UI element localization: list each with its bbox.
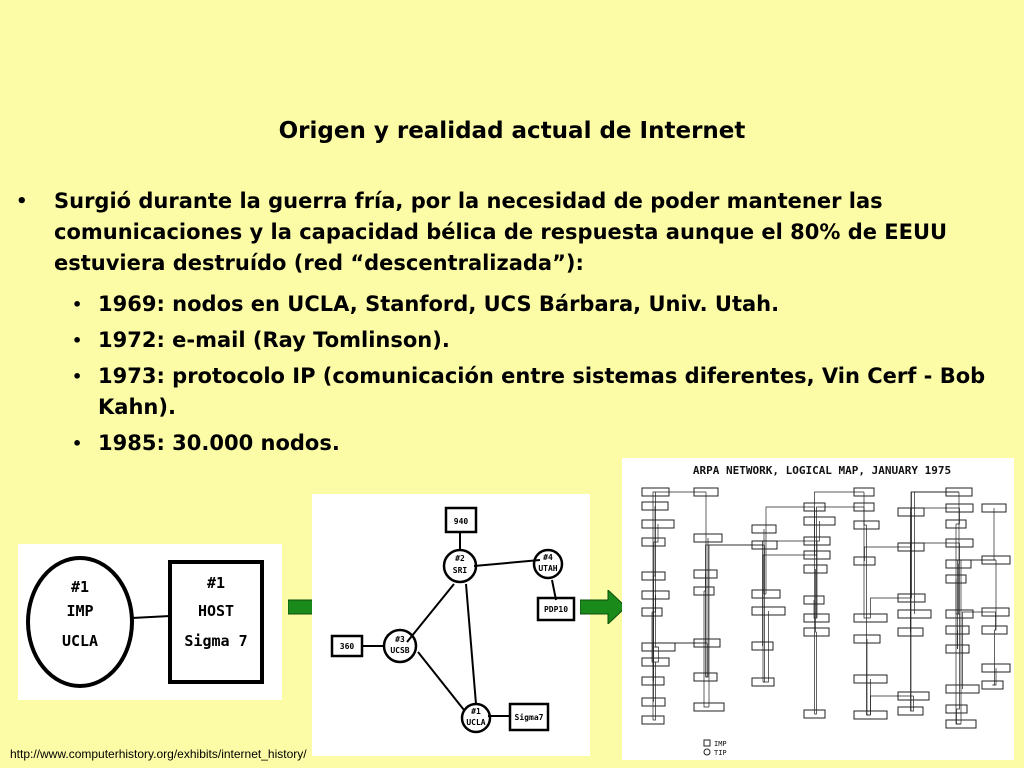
arpa-map-sketch: ARPA NETWORK, LOGICAL MAP, JANUARY 1975 … bbox=[641, 464, 1011, 757]
utah-label: UTAH bbox=[538, 564, 557, 573]
bullet-dot-icon: • bbox=[16, 191, 28, 212]
arpa-link-line bbox=[652, 642, 707, 720]
arpa-link-line bbox=[703, 591, 709, 708]
main-bullet: • Surgió durante la guerra fría, por la … bbox=[16, 186, 1016, 279]
arpa-link-line bbox=[863, 492, 867, 526]
bullet-dot-icon: • bbox=[72, 367, 83, 386]
arpa-link-line bbox=[765, 506, 815, 594]
arpa-link-line bbox=[870, 597, 912, 618]
imp-site: UCLA bbox=[62, 632, 98, 650]
imp-host-sketch: #1 IMP UCLA #1 HOST Sigma 7 bbox=[26, 556, 264, 688]
arpa-link-line bbox=[705, 544, 765, 677]
host-label: HOST bbox=[198, 602, 234, 620]
arpa-link-line bbox=[910, 542, 960, 632]
arpa-link-line bbox=[762, 540, 817, 646]
arpa-link-line bbox=[705, 492, 707, 644]
arpa-map-title: ARPA NETWORK, LOGICAL MAP, JANUARY 1975 bbox=[693, 464, 951, 477]
arpa-link-line bbox=[994, 612, 996, 631]
arpa-link-line bbox=[813, 600, 817, 619]
legend-tip-icon bbox=[703, 748, 711, 756]
arpa-link-line bbox=[655, 647, 659, 663]
arpa-link-line bbox=[705, 643, 708, 678]
arrow-right-icon bbox=[580, 590, 627, 624]
arpa-link-line bbox=[956, 614, 960, 710]
arpa-link-line bbox=[817, 521, 820, 542]
sub-bullet: • 1973: protocolo IP (comunicación entre … bbox=[72, 361, 1016, 423]
arpa-network-map: ARPA NETWORK, LOGICAL MAP, JANUARY 1975 … bbox=[622, 458, 1014, 760]
bullet-dot-icon: • bbox=[72, 295, 83, 314]
diagram-four-node-network: 940 #2 SRI #4 UTAH PDP10 360 #3 UCSB #1 … bbox=[312, 494, 590, 756]
ucsb-number: #3 bbox=[395, 635, 405, 644]
arpa-link-line bbox=[653, 576, 659, 648]
arpa-link-line bbox=[653, 524, 659, 543]
sub-bullet: • 1985: 30.000 nodos. bbox=[72, 428, 1016, 459]
arpa-link-line bbox=[653, 662, 656, 721]
arpa-link-line bbox=[993, 508, 996, 561]
legend-tip: TIP bbox=[714, 749, 727, 757]
arpa-link-line bbox=[910, 507, 960, 711]
arpa-link-line bbox=[864, 546, 911, 561]
sub-bullet-text: 1972: e-mail (Ray Tomlinson). bbox=[98, 328, 450, 352]
arpa-host-box bbox=[981, 680, 1004, 690]
arpa-link-line bbox=[957, 559, 996, 649]
arpa-link-line bbox=[870, 695, 914, 715]
sri-label: SRI bbox=[453, 566, 468, 575]
arpa-link-line bbox=[814, 491, 864, 714]
legend-imp-icon bbox=[703, 739, 711, 747]
main-bullet-text: Surgió durante la guerra fría, por la ne… bbox=[54, 189, 948, 275]
bullet-list: • Surgió durante la guerra fría, por la … bbox=[16, 186, 1016, 464]
node-sigma7: Sigma7 bbox=[515, 712, 544, 722]
sub-bullet: • 1969: nodos en UCLA, Stanford, UCS Bárb… bbox=[72, 289, 1016, 320]
arpa-link-line bbox=[763, 529, 766, 595]
source-url: http://www.computerhistory.org/exhibits/… bbox=[10, 747, 307, 761]
sub-bullet-list: • 1969: nodos en UCLA, Stanford, UCS Bárb… bbox=[72, 289, 1016, 459]
arpa-link-line bbox=[863, 507, 871, 619]
arpa-link-line bbox=[960, 559, 996, 724]
arpa-link-line bbox=[651, 612, 656, 663]
arpa-link-line bbox=[910, 696, 914, 712]
bullet-dot-icon: • bbox=[72, 331, 83, 350]
slide-title: Origen y realidad actual de Internet bbox=[278, 118, 746, 144]
arpa-link-line bbox=[914, 491, 959, 614]
arpa-link-line bbox=[762, 554, 817, 682]
ucla-number: #1 bbox=[471, 707, 481, 716]
bullet-dot-icon: • bbox=[72, 434, 83, 453]
sub-bullet-text: 1985: 30.000 nodos. bbox=[98, 431, 340, 455]
ucla-label: UCLA bbox=[466, 718, 485, 727]
imp-number: #1 bbox=[71, 578, 89, 596]
arpa-link-line bbox=[992, 630, 995, 686]
host-number: #1 bbox=[207, 574, 225, 592]
arpa-link-line bbox=[956, 709, 961, 725]
sub-bullet-text: 1973: protocolo IP (comunicación entre s… bbox=[98, 364, 986, 419]
arpa-link-line bbox=[653, 506, 656, 577]
host-machine: Sigma 7 bbox=[184, 632, 247, 650]
arpa-link-line bbox=[652, 491, 706, 681]
sub-bullet-text: 1969: nodos en UCLA, Stanford, UCS Bárba… bbox=[98, 292, 780, 316]
sub-bullet: • 1972: e-mail (Ray Tomlinson). bbox=[72, 325, 1016, 356]
diagram-imp-host: #1 IMP UCLA #1 HOST Sigma 7 bbox=[18, 544, 282, 700]
arpa-link-line bbox=[956, 508, 960, 525]
node-pdp10: PDP10 bbox=[544, 605, 568, 614]
arpa-link-line bbox=[992, 668, 997, 686]
node-940: 940 bbox=[454, 517, 469, 526]
arpa-link-line bbox=[816, 506, 864, 618]
arpa-link-line bbox=[814, 632, 817, 715]
imp-label: IMP bbox=[66, 602, 93, 620]
arpa-link-line bbox=[708, 544, 765, 707]
ucsb-label: UCSB bbox=[390, 646, 409, 655]
arpa-link-line bbox=[763, 611, 769, 683]
legend-imp: IMP bbox=[714, 740, 727, 748]
arpa-link-line bbox=[962, 611, 996, 689]
four-node-sketch: 940 #2 SRI #4 UTAH PDP10 360 #3 UCSB #1 … bbox=[330, 506, 576, 734]
arpa-link-line bbox=[866, 639, 871, 716]
arpa-link-line bbox=[655, 595, 659, 648]
sri-number: #2 bbox=[455, 554, 465, 563]
utah-number: #4 bbox=[543, 553, 553, 562]
node-360: 360 bbox=[340, 642, 355, 651]
